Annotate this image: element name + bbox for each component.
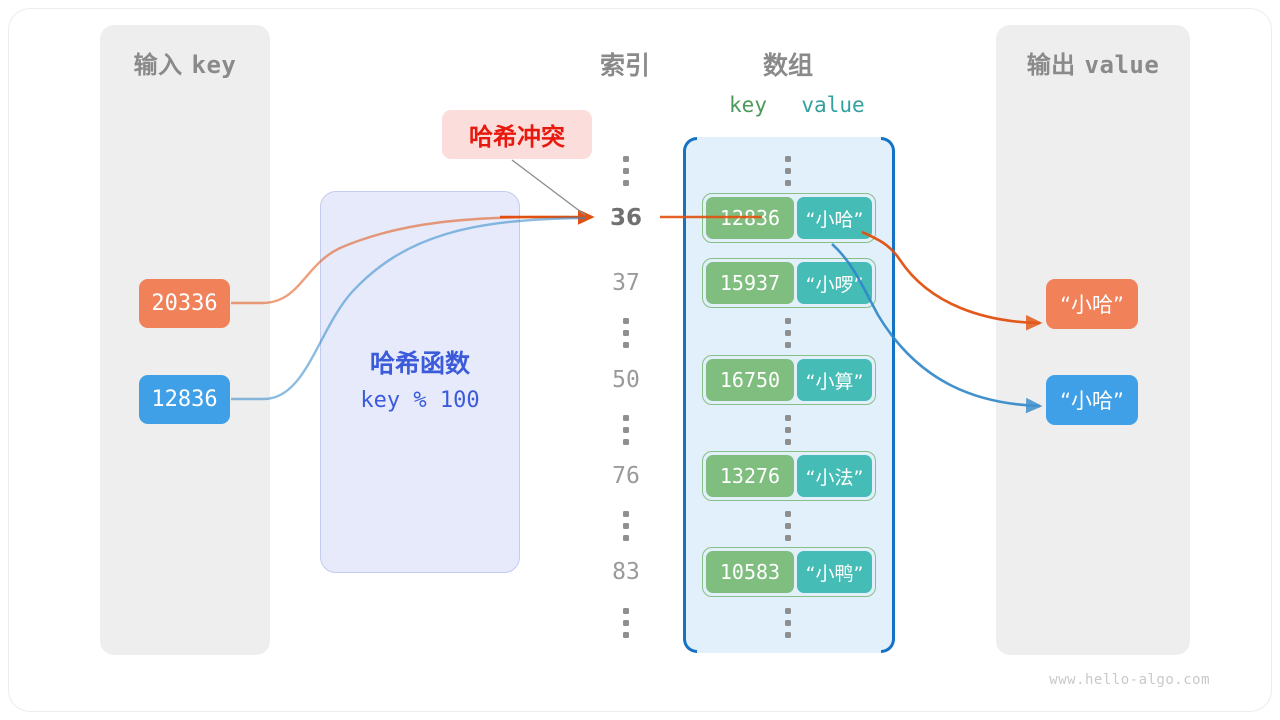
index-column-header: 索引 [599,51,651,80]
index-label-37: 37 [612,270,640,296]
index-label-36: 36 [609,205,642,231]
array-column-header: 数组 [762,51,814,80]
watermark: www.hello-algo.com [1049,672,1210,688]
array-ellipsis [785,608,791,638]
bucket-value: “小啰” [797,262,872,304]
input-panel-title-mono: key [191,51,237,79]
array-bucket: 13276 “小法” [702,451,876,501]
bucket-key: 15937 [706,262,794,304]
hash-function-expression: key % 100 [360,388,480,413]
index-ellipsis [623,511,629,541]
key-subheader: key [729,93,767,117]
array-bucket: 12836 “小哈” [702,193,876,243]
array-bucket: 16750 “小算” [702,355,876,405]
hash-function-box: 哈希函数 key % 100 [320,191,520,573]
array-bucket: 15937 “小啰” [702,258,876,308]
bucket-key: 12836 [706,197,794,239]
index-ellipsis [623,318,629,348]
array-ellipsis [785,415,791,445]
array-bracket-left [683,137,697,653]
index-ellipsis [623,156,629,186]
array-bucket: 10583 “小鸭” [702,547,876,597]
hash-collision-badge: 哈希冲突 [442,110,592,159]
bucket-key: 13276 [706,455,794,497]
input-panel-title: 输入 key [100,45,270,80]
output-panel-title-cn: 输出 [1026,51,1076,79]
output-value-chip: “小哈” [1046,279,1138,329]
input-panel-title-cn: 输入 [133,51,183,79]
input-key-chip: 12836 [139,375,230,424]
output-panel-title: 输出 value [996,45,1190,80]
array-bracket-right [881,137,895,653]
output-panel-title-mono: value [1084,51,1160,79]
value-subheader: value [801,93,865,117]
array-ellipsis [785,156,791,186]
output-value-panel: 输出 value [996,25,1190,655]
index-label-76: 76 [612,463,640,489]
index-ellipsis [623,415,629,445]
output-value-chip: “小哈” [1046,375,1138,425]
hash-function-title: 哈希函数 [369,349,470,378]
index-label-83: 83 [612,559,640,585]
bucket-key: 10583 [706,551,794,593]
bucket-value: “小哈” [797,197,872,239]
array-ellipsis [785,318,791,348]
bucket-value: “小法” [797,455,872,497]
bucket-key: 16750 [706,359,794,401]
input-key-panel: 输入 key [100,25,270,655]
array-ellipsis [785,511,791,541]
bucket-value: “小鸭” [797,551,872,593]
index-label-50: 50 [612,367,640,393]
input-key-chip: 20336 [139,279,230,328]
bucket-value: “小算” [797,359,872,401]
index-ellipsis [623,608,629,638]
